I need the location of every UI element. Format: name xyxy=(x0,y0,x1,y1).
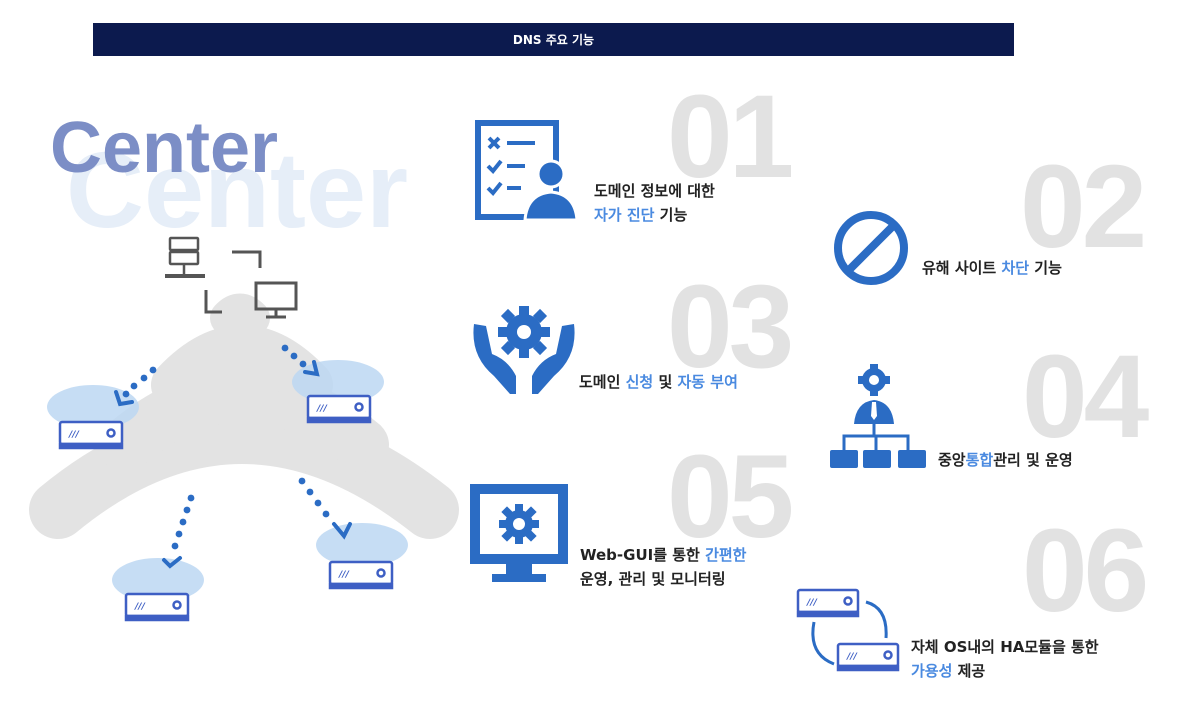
feature-number-05: 05 xyxy=(667,431,794,563)
ha-servers-icon: /// /// xyxy=(796,588,900,672)
hands-gear-icon xyxy=(473,306,575,394)
feature-05-highlight: 간편한 xyxy=(705,546,747,564)
header-bar: DNS 주요 기능 xyxy=(93,23,1014,56)
block-icon xyxy=(834,211,908,285)
feature-03-highlight-2: 자동 부여 xyxy=(677,373,738,391)
feature-06-highlight: 가용성 xyxy=(911,662,953,680)
feature-01-line2: 자가 진단 기능 xyxy=(594,203,715,227)
feature-03-text: 도메인 신청 및 자동 부여 xyxy=(579,370,738,394)
feature-01-text: 도메인 정보에 대한 자가 진단 기능 xyxy=(594,179,715,227)
monitor-gear-icon xyxy=(470,484,568,582)
svg-text:///: /// xyxy=(338,570,350,580)
feature-04-suffix: 관리 및 운영 xyxy=(993,451,1073,469)
svg-text:///: /// xyxy=(806,598,818,608)
svg-text:///: /// xyxy=(846,652,858,662)
feature-01-highlight: 자가 진단 xyxy=(594,206,655,224)
feature-01-suffix: 기능 xyxy=(654,206,688,224)
header-title: DNS 주요 기능 xyxy=(512,33,595,47)
feature-02-prefix: 유해 사이트 xyxy=(922,259,1002,277)
feature-05-line2: 운영, 관리 및 모니터링 xyxy=(580,570,726,588)
feature-03-highlight-1: 신청 xyxy=(625,373,654,391)
feature-05-prefix: Web-GUI를 통한 xyxy=(580,546,706,564)
feature-05-line1: Web-GUI를 통한 간편한 xyxy=(580,543,746,567)
feature-05-text: Web-GUI를 통한 간편한 운영, 관리 및 모니터링 xyxy=(580,543,746,591)
feature-04-highlight: 통합 xyxy=(965,451,994,469)
svg-text:///: /// xyxy=(316,404,328,414)
feature-number-03: 03 xyxy=(667,261,794,393)
feature-02-highlight: 차단 xyxy=(1001,259,1030,277)
feature-03-mid: 및 xyxy=(653,373,678,391)
background-word-back: Center xyxy=(66,129,409,250)
svg-text:///: /// xyxy=(134,602,146,612)
svg-text:///: /// xyxy=(68,430,80,440)
checklist-person-icon xyxy=(475,120,579,222)
feature-06-suffix: 제공 xyxy=(952,662,986,680)
monitor-icon xyxy=(254,281,298,319)
feature-06-text: 자체 OS내의 HA모듈을 통한 가용성 제공 xyxy=(911,635,1099,683)
feature-number-06: 06 xyxy=(1022,505,1149,637)
server-icon xyxy=(165,236,205,278)
feature-02-text: 유해 사이트 차단 기능 xyxy=(922,256,1062,280)
feature-06-line2: 가용성 제공 xyxy=(911,659,1099,683)
appliance-icons: /// /// /// /// xyxy=(58,394,394,622)
feature-number-01: 01 xyxy=(667,71,794,203)
feature-number-04: 04 xyxy=(1022,331,1149,463)
feature-06-line1: 자체 OS내의 HA모듈을 통한 xyxy=(911,638,1099,656)
feature-01-line1: 도메인 정보에 대한 xyxy=(594,182,715,200)
network-illustration: /// /// /// /// xyxy=(29,236,459,622)
feature-04-prefix: 중앙 xyxy=(938,451,966,469)
feature-03-prefix: 도메인 xyxy=(579,373,626,391)
feature-04-text: 중앙통합관리 및 운영 xyxy=(938,448,1073,472)
background-word-front: Center xyxy=(50,108,279,188)
feature-number-02: 02 xyxy=(1020,141,1147,273)
org-manager-icon xyxy=(830,364,926,468)
feature-02-suffix: 기능 xyxy=(1029,259,1062,277)
